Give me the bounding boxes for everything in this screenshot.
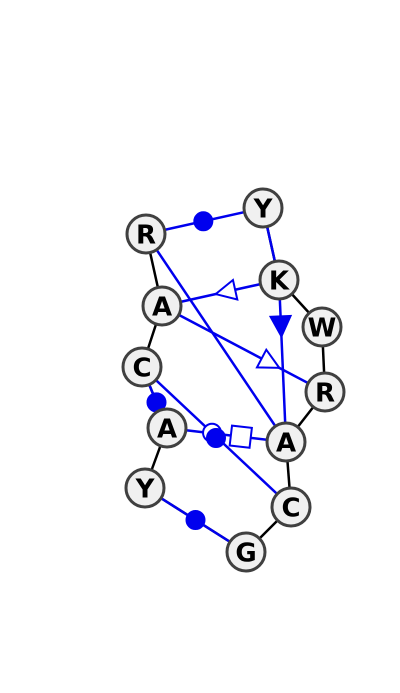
nucleotide-circle [258, 259, 300, 301]
nucleotide-circle [304, 371, 346, 413]
nucleotide-circle [124, 467, 166, 509]
nucleotide-label: C [132, 354, 151, 384]
nucleotide-node: Y [242, 187, 284, 229]
nucleotide-label: A [152, 293, 172, 323]
glyph-layer [146, 211, 293, 530]
nucleotide-circle [301, 306, 343, 348]
nucleotide-label: A [157, 415, 177, 445]
nucleotide-node: K [258, 259, 300, 301]
nucleotide-label: R [315, 379, 335, 409]
nucleotide-node: C [121, 346, 163, 388]
interaction-line [277, 279, 288, 443]
interaction-line [161, 304, 326, 394]
nucleotide-label: C [281, 494, 300, 524]
nucleotide-node: R [304, 371, 346, 413]
filled-circle-glyph [185, 510, 206, 530]
nucleotide-label: K [269, 267, 290, 297]
nucleotide-node: G [225, 531, 267, 573]
nucleotide-node: A [141, 285, 183, 327]
nucleotide-label: Y [253, 195, 274, 225]
nucleotide-node: Y [124, 467, 166, 509]
filled-circle-glyph [193, 211, 214, 232]
nucleotide-label: A [276, 429, 296, 459]
interaction-line [144, 233, 288, 443]
open-square-glyph [228, 424, 253, 449]
nucleotide-circle [146, 407, 188, 449]
nucleotide-node: C [270, 486, 312, 528]
nucleotide-node: W [301, 306, 343, 348]
nucleotide-circle [225, 531, 267, 573]
nucleotide-label: W [308, 314, 337, 344]
nucleotide-circle [270, 486, 312, 528]
nucleotide-label: Y [135, 475, 156, 505]
nucleotide-label: R [136, 221, 156, 251]
open-triangle-glyph [255, 347, 282, 369]
filled-triangle-glyph [268, 314, 293, 339]
nucleotide-label: G [235, 539, 256, 569]
nucleotide-circle [125, 213, 167, 255]
filled-circle-glyph [206, 428, 226, 448]
nucleotide-node: A [265, 421, 307, 463]
nucleotide-circle [242, 187, 284, 229]
open-triangle-glyph [213, 278, 239, 301]
nucleotide-node: R [125, 213, 167, 255]
nucleotide-node: A [146, 407, 188, 449]
nucleotide-circle [265, 421, 307, 463]
nucleotide-circle [141, 285, 183, 327]
nucleotide-circle [121, 346, 163, 388]
